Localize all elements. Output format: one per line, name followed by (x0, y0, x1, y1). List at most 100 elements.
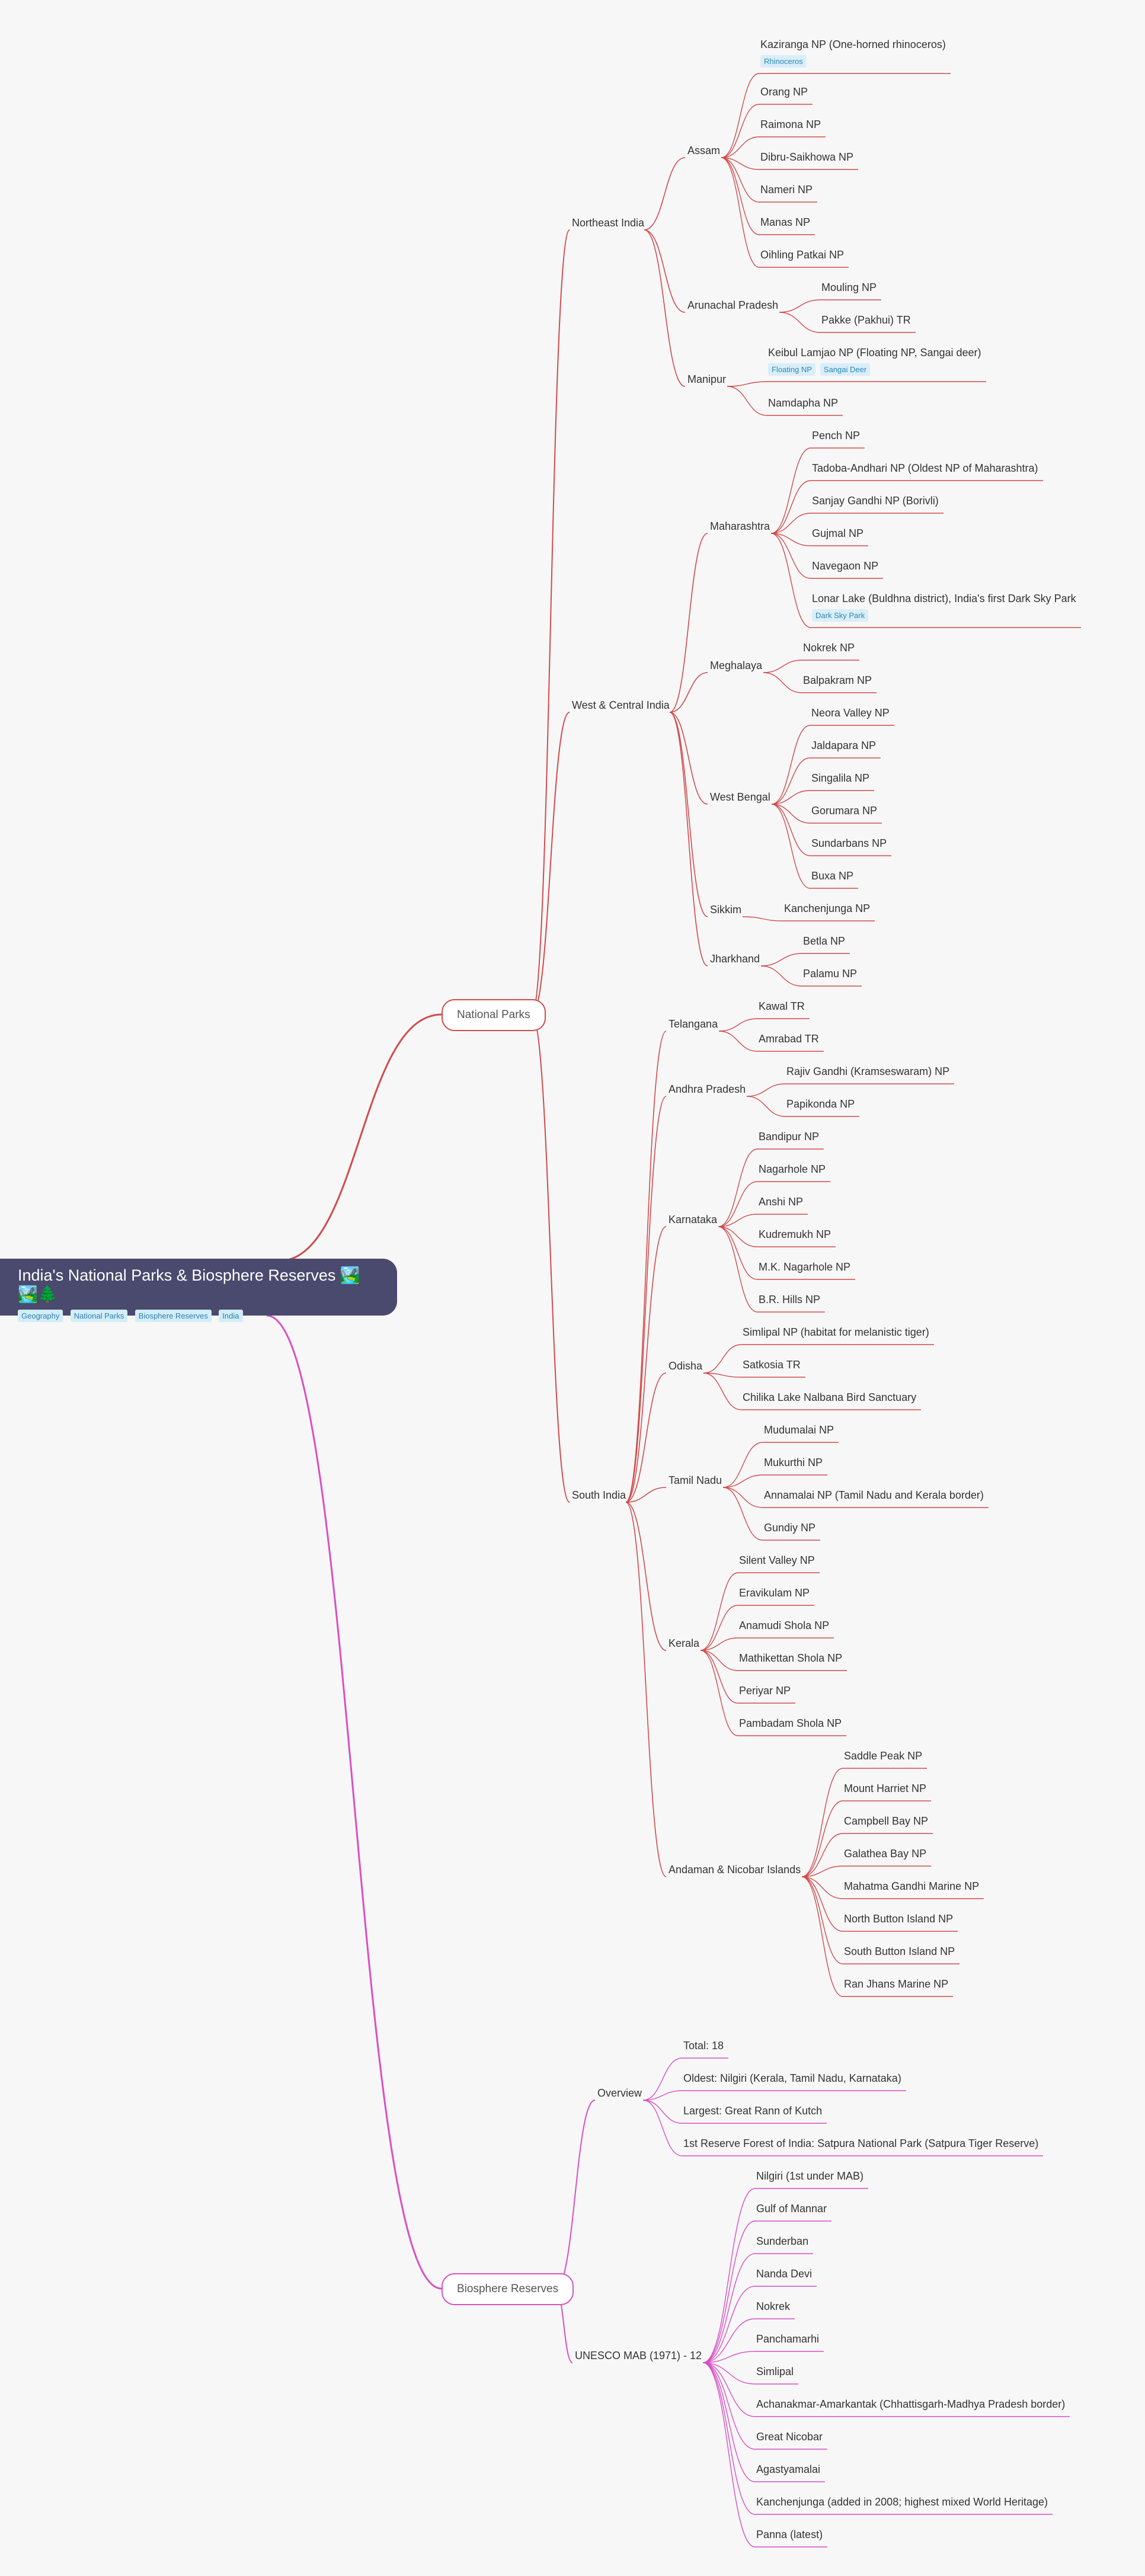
park-item[interactable]: Pambadam Shola NP (739, 1717, 846, 1736)
state-node[interactable]: Sikkim (710, 904, 746, 922)
br-item[interactable]: Oldest: Nilgiri (Kerala, Tamil Nadu, Kar… (683, 2072, 906, 2091)
br-item[interactable]: Largest: Great Rann of Kutch (683, 2105, 827, 2123)
state-node[interactable]: West Bengal (710, 791, 775, 809)
br-item[interactable]: Nanda Devi (756, 2268, 817, 2286)
park-item[interactable]: Jaldapara NP (811, 740, 881, 758)
park-item[interactable]: Silent Valley NP (739, 1554, 820, 1573)
park-item[interactable]: Manas NP (760, 216, 815, 235)
park-item[interactable]: Rajiv Gandhi (Kramseswaram) NP (786, 1065, 954, 1084)
park-item[interactable]: B.R. Hills NP (759, 1294, 825, 1312)
park-item[interactable]: Ran Jhans Marine NP (844, 1978, 953, 1996)
state-node[interactable]: Tamil Nadu (669, 1474, 727, 1493)
park-item[interactable]: Palamu NP (803, 968, 862, 986)
br-item[interactable]: Great Nicobar (756, 2431, 827, 2449)
park-item-text: Saddle Peak NP (844, 1750, 923, 1762)
park-item[interactable]: Pench NP (812, 430, 865, 448)
park-item[interactable]: South Button Island NP (844, 1945, 960, 1964)
park-item[interactable]: Anamudi Shola NP (739, 1620, 834, 1638)
br-item[interactable]: Agastyamalai (756, 2463, 825, 2482)
park-item[interactable]: Papikonda NP (786, 1098, 859, 1116)
state-node[interactable]: Assam (687, 145, 725, 163)
park-item[interactable]: Mount Harriet NP (844, 1783, 931, 1801)
state-node[interactable]: Karnataka (669, 1214, 722, 1232)
state-node[interactable]: Arunachal Pradesh (687, 299, 783, 318)
park-item[interactable]: Sundarbans NP (811, 837, 891, 856)
park-item[interactable]: Gorumara NP (811, 805, 882, 823)
park-item[interactable]: Simlipal NP (habitat for melanistic tige… (743, 1326, 934, 1345)
br-group-node[interactable]: UNESCO MAB (1971) - 12 (575, 2350, 706, 2368)
park-item[interactable]: Gujmal NP (812, 527, 868, 546)
park-item[interactable]: Mudumalai NP (764, 1424, 839, 1442)
park-item[interactable]: Annamalai NP (Tamil Nadu and Kerala bord… (764, 1489, 989, 1508)
park-item[interactable]: Keibul Lamjao NP (Floating NP, Sangai de… (768, 347, 986, 382)
park-item[interactable]: Oihling Patkai NP (760, 249, 849, 267)
park-item[interactable]: Nameri NP (760, 184, 817, 202)
national-parks-node[interactable]: National Parks (442, 999, 546, 1031)
park-item[interactable]: Pakke (Pakhui) TR (821, 314, 916, 332)
park-item[interactable]: M.K. Nagarhole NP (759, 1261, 855, 1279)
park-item[interactable]: Balpakram NP (803, 674, 877, 693)
state-node[interactable]: Odisha (669, 1360, 707, 1378)
br-item[interactable]: Sunderban (756, 2235, 813, 2254)
park-item[interactable]: Saddle Peak NP (844, 1750, 927, 1768)
park-item[interactable]: Mukurthi NP (764, 1457, 827, 1475)
park-item[interactable]: Galathea Bay NP (844, 1848, 931, 1866)
state-node[interactable]: Meghalaya (710, 660, 767, 678)
park-item[interactable]: Chilika Lake Nalbana Bird Sanctuary (743, 1391, 921, 1410)
park-item[interactable]: North Button Island NP (844, 1913, 958, 1931)
park-item[interactable]: Raimona NP (760, 119, 826, 137)
br-group-node[interactable]: Overview (597, 2087, 647, 2105)
park-item[interactable]: Satkosia TR (743, 1359, 805, 1377)
park-item[interactable]: Campbell Bay NP (844, 1815, 933, 1833)
park-item[interactable]: Kawal TR (759, 1000, 810, 1019)
park-item[interactable]: Eravikulam NP (739, 1587, 814, 1605)
park-item[interactable]: Nokrek NP (803, 642, 859, 660)
park-item[interactable]: Dibru-Saikhowa NP (760, 151, 858, 169)
park-item[interactable]: Mahatma Gandhi Marine NP (844, 1880, 984, 1899)
park-item[interactable]: Sanjay Gandhi NP (Borivli) (812, 495, 943, 513)
park-item[interactable]: Namdapha NP (768, 397, 843, 415)
region-node[interactable]: Northeast India (572, 217, 649, 235)
park-item[interactable]: Gundiy NP (764, 1522, 820, 1540)
state-node[interactable]: Jharkhand (710, 953, 765, 971)
park-item[interactable]: Anshi NP (759, 1196, 808, 1214)
park-item[interactable]: Neora Valley NP (811, 707, 894, 725)
state-node[interactable]: Manipur (687, 373, 731, 392)
park-item[interactable]: Amrabad TR (759, 1033, 824, 1051)
park-item[interactable]: Kaziranga NP (One-horned rhinoceros)Rhin… (760, 39, 951, 73)
br-item[interactable]: Simlipal (756, 2366, 798, 2384)
br-item[interactable]: Panna (latest) (756, 2529, 827, 2547)
state-node[interactable]: Maharashtra (710, 520, 775, 539)
br-item[interactable]: Achanakmar-Amarkantak (Chhattisgarh-Madh… (756, 2398, 1070, 2417)
br-item[interactable]: Nilgiri (1st under MAB) (756, 2170, 868, 2188)
park-item[interactable]: Tadoba-Andhari NP (Oldest NP of Maharash… (812, 462, 1043, 481)
root-node[interactable]: India's National Parks & Biosphere Reser… (0, 1259, 397, 1322)
park-item[interactable]: Mathikettan Shola NP (739, 1652, 847, 1671)
state-node[interactable]: Andhra Pradesh (669, 1083, 750, 1102)
br-item[interactable]: Nokrek (756, 2300, 795, 2319)
park-item[interactable]: Lonar Lake (Buldhna district), India's f… (812, 593, 1081, 628)
state-node[interactable]: Telangana (669, 1018, 722, 1036)
br-item[interactable]: Gulf of Mannar (756, 2203, 831, 2221)
br-item[interactable]: 1st Reserve Forest of India: Satpura Nat… (683, 2137, 1043, 2156)
park-item[interactable]: Nagarhole NP (759, 1163, 830, 1182)
park-item[interactable]: Singalila NP (811, 772, 874, 791)
br-item[interactable]: Total: 18 (683, 2040, 728, 2058)
park-item[interactable]: Periyar NP (739, 1685, 795, 1703)
park-item[interactable]: Bandipur NP (759, 1131, 824, 1149)
park-item[interactable]: Betla NP (803, 935, 850, 953)
region-node[interactable]: South India (572, 1489, 631, 1508)
park-item[interactable]: Kanchenjunga NP (784, 903, 875, 921)
park-item[interactable]: Navegaon NP (812, 560, 883, 578)
biosphere-reserves-node[interactable]: Biosphere Reserves (442, 2273, 574, 2305)
park-item[interactable]: Orang NP (760, 86, 813, 104)
state-node[interactable]: Kerala (669, 1637, 704, 1656)
br-item[interactable]: Panchamarhi (756, 2333, 824, 2351)
park-item[interactable]: Mouling NP (821, 281, 881, 300)
park-item[interactable]: Buxa NP (811, 870, 858, 888)
park-item[interactable]: Kudremukh NP (759, 1228, 836, 1247)
state-node[interactable]: Andaman & Nicobar Islands (669, 1864, 805, 1882)
connector (703, 1344, 742, 1374)
br-item[interactable]: Kanchenjunga (added in 2008; highest mix… (756, 2496, 1053, 2514)
region-node[interactable]: West & Central India (572, 699, 674, 718)
